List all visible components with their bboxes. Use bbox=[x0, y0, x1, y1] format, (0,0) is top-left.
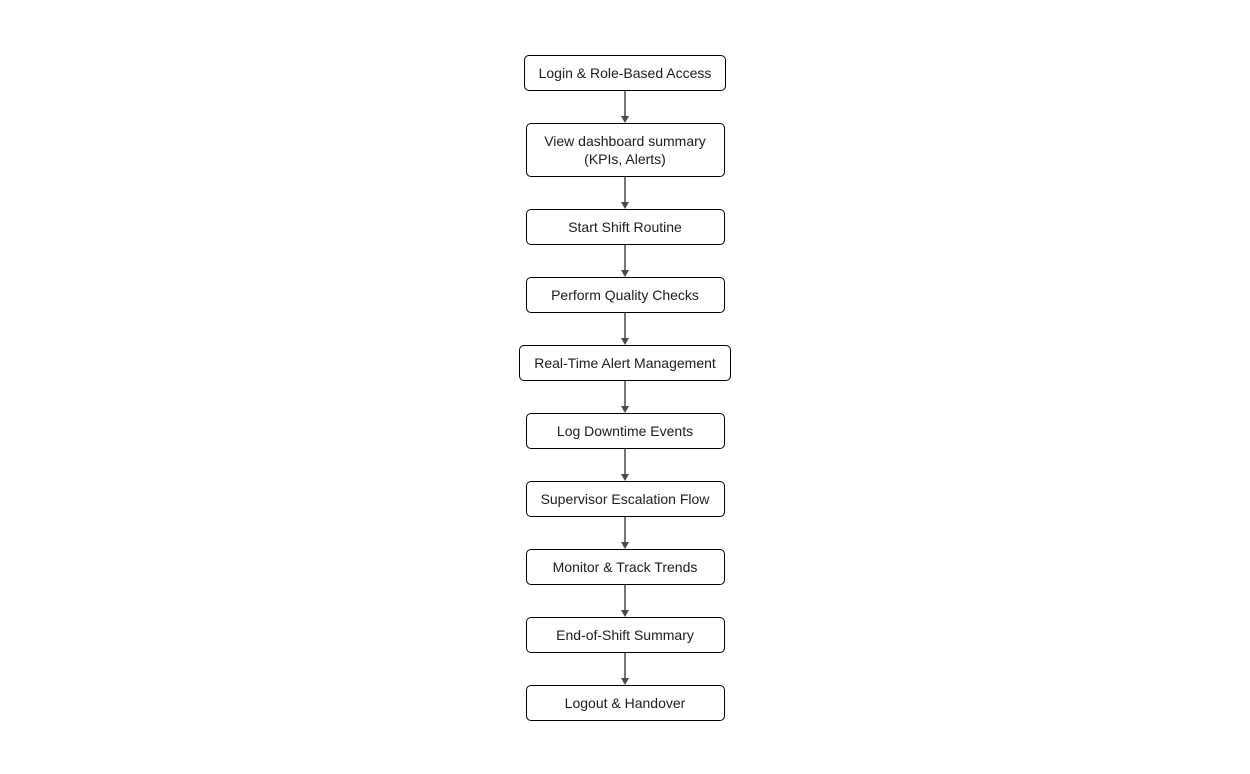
flow-node-label: Start Shift Routine bbox=[568, 219, 682, 235]
flow-node-label: Login & Role-Based Access bbox=[538, 65, 712, 81]
flow-connector-arrow-down bbox=[617, 245, 633, 277]
arrowhead-down-icon bbox=[621, 270, 629, 277]
flow-node-label: Log Downtime Events bbox=[556, 423, 694, 439]
arrowhead-down-icon bbox=[621, 542, 629, 549]
connector-line bbox=[624, 177, 626, 202]
flow-connector-arrow-down bbox=[617, 517, 633, 549]
connector-line bbox=[624, 517, 626, 542]
flow-node-login-role-based-access[interactable]: Login & Role-Based Access bbox=[523, 55, 727, 91]
connector-line bbox=[624, 585, 626, 610]
connector-line bbox=[624, 245, 626, 270]
connector-line bbox=[624, 381, 626, 406]
arrowhead-down-icon bbox=[621, 610, 629, 617]
connector-line bbox=[624, 91, 626, 116]
arrowhead-down-icon bbox=[621, 202, 629, 209]
flow-connector-arrow-down bbox=[617, 449, 633, 481]
flow-node-monitor-track-trends[interactable]: Monitor & Track Trends bbox=[525, 549, 725, 585]
flow-node-label: Real-Time Alert Management bbox=[534, 355, 716, 371]
arrowhead-down-icon bbox=[621, 406, 629, 413]
flow-connector-arrow-down bbox=[617, 91, 633, 123]
flow-node-label: Logout & Handover bbox=[564, 695, 686, 711]
flow-connector-arrow-down bbox=[617, 313, 633, 345]
arrowhead-down-icon bbox=[621, 338, 629, 345]
arrowhead-down-icon bbox=[621, 116, 629, 123]
flow-node-log-downtime-events[interactable]: Log Downtime Events bbox=[525, 413, 725, 449]
flow-connector-arrow-down bbox=[617, 381, 633, 413]
flow-node-label: Supervisor Escalation Flow bbox=[540, 491, 710, 507]
flow-node-perform-quality-checks[interactable]: Perform Quality Checks bbox=[525, 277, 725, 313]
flow-node-logout-handover[interactable]: Logout & Handover bbox=[525, 685, 725, 721]
flow-node-label: End-of-Shift Summary bbox=[556, 627, 694, 643]
connector-line bbox=[624, 653, 626, 678]
flow-connector-arrow-down bbox=[617, 585, 633, 617]
connector-line bbox=[624, 449, 626, 474]
arrowhead-down-icon bbox=[621, 678, 629, 685]
flow-node-real-time-alert-management[interactable]: Real-Time Alert Management bbox=[519, 345, 731, 381]
flow-node-start-shift-routine[interactable]: Start Shift Routine bbox=[525, 209, 725, 245]
flow-node-end-of-shift-summary[interactable]: End-of-Shift Summary bbox=[525, 617, 725, 653]
connector-line bbox=[624, 313, 626, 338]
flow-connector-arrow-down bbox=[617, 653, 633, 685]
flow-node-supervisor-escalation-flow[interactable]: Supervisor Escalation Flow bbox=[525, 481, 725, 517]
arrowhead-down-icon bbox=[621, 474, 629, 481]
flow-node-view-dashboard-summary[interactable]: View dashboard summary (KPIs, Alerts) bbox=[525, 123, 725, 177]
flow-node-label: (KPIs, Alerts) bbox=[584, 151, 666, 167]
flow-node-label: View dashboard summary bbox=[544, 133, 706, 149]
flow-node-label: Monitor & Track Trends bbox=[552, 559, 698, 575]
flow-node-label: Perform Quality Checks bbox=[551, 287, 699, 303]
flow-connector-arrow-down bbox=[617, 177, 633, 209]
